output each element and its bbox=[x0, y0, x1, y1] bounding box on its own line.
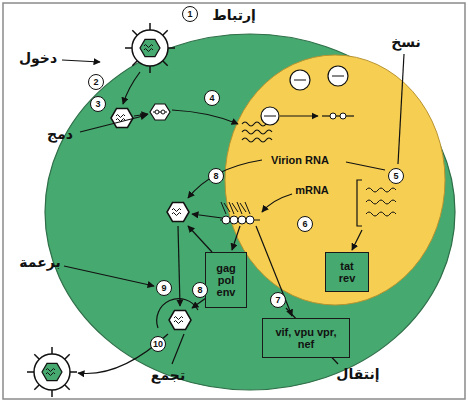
callout-number: 1 bbox=[182, 6, 198, 22]
peptide-chains bbox=[221, 202, 250, 214]
capsid-entering bbox=[111, 109, 133, 128]
protein-arrow bbox=[192, 214, 222, 218]
ribosome bbox=[238, 216, 246, 224]
uncoated-core bbox=[150, 104, 170, 120]
translation-arrow bbox=[256, 226, 292, 316]
integration-arrow bbox=[172, 110, 238, 124]
rna-packaging-arrow bbox=[188, 160, 262, 198]
step-label: برعمة bbox=[19, 254, 60, 270]
step-label: نسخ bbox=[391, 34, 421, 50]
callout-number: 8 bbox=[192, 282, 208, 298]
step-label: mRNA bbox=[295, 184, 329, 196]
cell-nucleus bbox=[225, 55, 445, 305]
ribosome bbox=[230, 216, 238, 224]
core-bead bbox=[155, 110, 159, 114]
step-label: دخول bbox=[19, 50, 57, 66]
nuclear-arrow bbox=[280, 115, 318, 116]
transport-arrow bbox=[178, 226, 180, 306]
callout-number: 10 bbox=[150, 336, 166, 352]
translation-arrow bbox=[232, 226, 240, 250]
virus-binding bbox=[125, 23, 175, 73]
leader-arrow bbox=[80, 115, 147, 132]
provirus-strand bbox=[322, 115, 354, 116]
provirus-bead bbox=[330, 113, 336, 119]
ribosomes bbox=[220, 202, 260, 224]
mrna-export-arrow bbox=[262, 194, 292, 212]
capsid-assembling bbox=[167, 203, 189, 222]
assembly-leader bbox=[172, 334, 184, 364]
gene-box: tat rev bbox=[325, 252, 369, 292]
gene-box: gag pol env bbox=[205, 252, 247, 308]
frame bbox=[3, 3, 465, 399]
core-outline bbox=[150, 104, 170, 120]
assembly-arrow bbox=[192, 298, 206, 308]
step-label: إنتقال bbox=[336, 366, 379, 382]
callout-number: 9 bbox=[156, 280, 172, 296]
nuclear-particles bbox=[261, 66, 354, 125]
capsid-budding bbox=[169, 311, 191, 330]
rna-leader bbox=[346, 162, 385, 170]
assembly-arrow bbox=[188, 226, 212, 252]
callout-number: 4 bbox=[204, 90, 220, 106]
particle-dna bbox=[294, 76, 344, 80]
leader-arrow bbox=[64, 266, 154, 286]
callout-number: 7 bbox=[270, 292, 286, 308]
mrna-strands bbox=[366, 188, 396, 216]
step-label: دمج bbox=[47, 126, 73, 142]
callout-number: 6 bbox=[297, 216, 313, 232]
core-bead bbox=[161, 110, 165, 114]
particle-dna bbox=[264, 116, 276, 117]
particle bbox=[261, 107, 279, 125]
leader-arrow bbox=[62, 60, 100, 62]
callout-number: 8 bbox=[208, 168, 224, 184]
host-cell bbox=[45, 34, 455, 390]
gene-names: vif, vpu vpr, nef bbox=[275, 326, 337, 350]
gene-names: tat rev bbox=[333, 260, 361, 284]
cycle-arrows bbox=[62, 54, 404, 374]
virus-released bbox=[27, 347, 77, 397]
callout-number: 3 bbox=[90, 96, 106, 112]
step-label: إرتباط bbox=[212, 7, 256, 23]
regulatory-arrow bbox=[352, 230, 362, 250]
ribosome bbox=[222, 216, 230, 224]
mrna-bracket bbox=[357, 180, 362, 226]
entry-arrow bbox=[123, 72, 140, 104]
transcription-leader bbox=[398, 54, 404, 164]
provirus-bead bbox=[340, 113, 346, 119]
gene-names: gag pol env bbox=[210, 262, 242, 298]
gene-box: vif, vpu vpr, nef bbox=[262, 318, 350, 358]
callout-number: 2 bbox=[88, 74, 104, 90]
uncoating-arrow bbox=[134, 114, 148, 116]
step-label: Virion RNA bbox=[271, 154, 329, 166]
step-label: تجمع bbox=[151, 367, 185, 383]
ribosome bbox=[246, 216, 254, 224]
callout-number: 5 bbox=[388, 168, 404, 184]
